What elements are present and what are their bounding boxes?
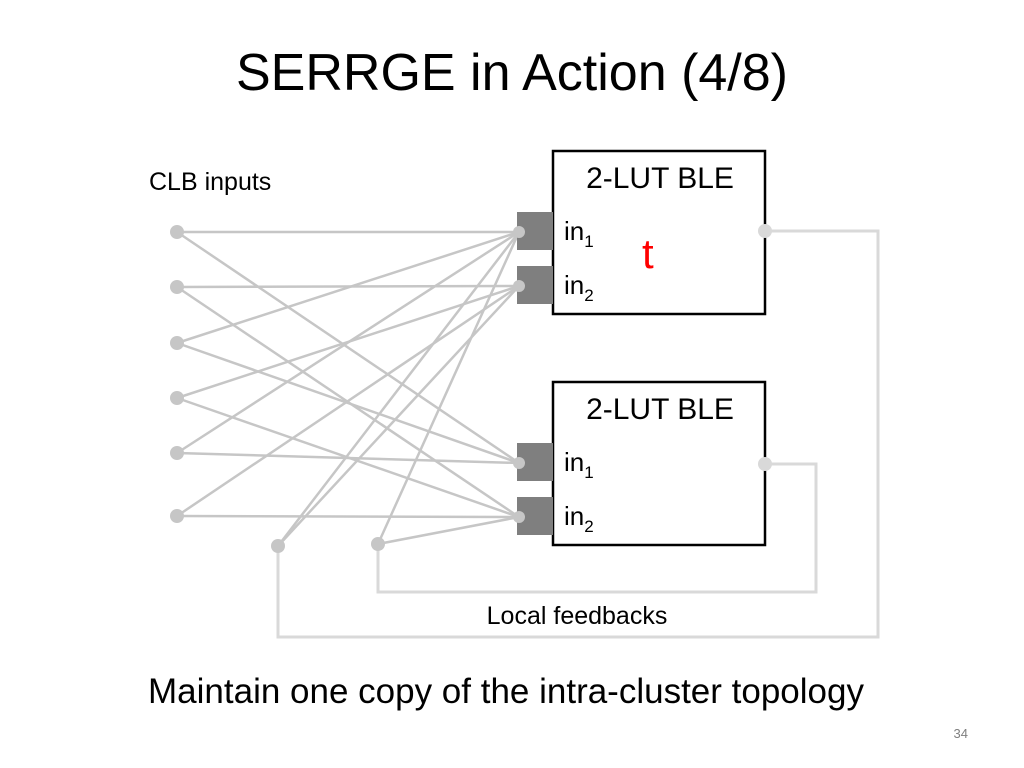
wire [175,230,521,465]
clb-input-node [170,280,184,294]
wire [175,514,521,519]
clb-input-nodes [170,225,184,523]
wire [276,284,521,548]
slide-caption: Maintain one copy of the intra-cluster t… [148,672,864,711]
local-feedbacks-label: Local feedbacks [487,602,668,630]
pin-junctions [513,226,525,523]
wire [175,230,521,455]
wire [175,451,521,465]
pin-junction [513,511,525,523]
ble-top-in1-label: in1 [564,216,594,251]
pin-junction [513,457,525,469]
ble-pins [517,212,553,535]
ble-top-title: 2-LUT BLE [586,162,734,195]
clb-input-node [170,225,184,239]
clb-input-node [170,509,184,523]
ble-top-output-node [758,224,772,238]
ble-bottom-in1-label: in1 [564,447,594,482]
wire [175,341,521,465]
ble-top-in2-label: in2 [564,270,594,305]
clb-input-node [170,336,184,350]
wire [276,230,521,548]
wire [376,230,521,546]
feedback-nodes [271,537,385,553]
feedback-node [271,539,285,553]
slide-title: SERRGE in Action (4/8) [236,44,788,102]
wire [376,515,521,546]
pin-junction [513,226,525,238]
page-number: 34 [953,726,968,741]
output-nodes [758,224,772,471]
feedback-node [371,537,385,551]
ble-top-marker: t [642,230,654,277]
feedback-wire-bottom-ble [376,462,818,594]
clb-input-node [170,391,184,405]
wire [175,230,521,345]
ble-bottom-box [551,380,767,547]
ble-top-box [551,149,767,316]
crossbar-wires [175,230,521,548]
feedback-wire-top-ble [276,229,880,639]
ble-bottom-output-node [758,457,772,471]
feedback-wires [276,229,880,639]
clb-input-node [170,446,184,460]
ble-bottom-in2-label: in2 [564,501,594,536]
clb-inputs-label: CLB inputs [149,168,271,196]
ble-bottom-title: 2-LUT BLE [586,393,734,426]
wire [175,284,521,518]
pin-junction [513,280,525,292]
